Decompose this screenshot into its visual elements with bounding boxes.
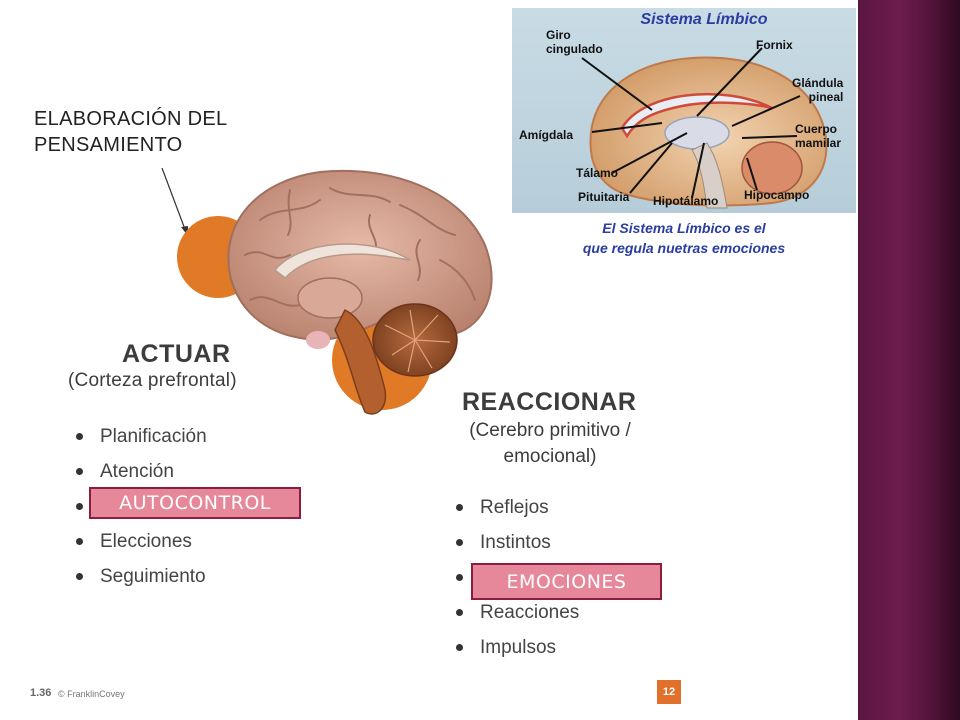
- limbic-title: Sistema Límbico: [640, 11, 768, 28]
- right-decorative-band: [858, 0, 960, 720]
- label-fornix: Fornix: [756, 38, 793, 52]
- bullet-dot-icon: [76, 573, 83, 580]
- label-pointer-lines: [581, 47, 801, 199]
- reaccionar-subtitle-line-2: emocional): [503, 446, 597, 467]
- thalamus-shape: [664, 116, 730, 150]
- list-item: Elecciones: [70, 524, 207, 559]
- reaccionar-title: REACCIONAR: [462, 388, 637, 416]
- cerebrum: [227, 169, 493, 341]
- pensamiento-label-line-2: PENSAMIENTO: [34, 134, 183, 156]
- list-item: Atención: [70, 454, 207, 489]
- actuar-list: Planificación Atención Elecciones Seguim…: [70, 419, 207, 594]
- reaccionar-list: Reflejos Instintos Reacciones Impulsos: [450, 490, 579, 665]
- list-item: Seguimiento: [70, 559, 207, 594]
- list-item: [70, 489, 207, 524]
- corpus-callosum: [273, 243, 411, 280]
- bullet-dot-icon: [456, 644, 463, 651]
- pensamiento-label: ELABORACIÓN DEL PENSAMIENTO: [34, 106, 294, 158]
- reaccionar-subtitle-line-1: (Cerebro primitivo /: [469, 420, 631, 441]
- label-pituitaria: Pituitaria: [578, 190, 630, 204]
- bullet-dot-icon: [76, 538, 83, 545]
- slide-code: 1.36: [30, 687, 52, 699]
- bullet-dot-icon: [76, 503, 83, 510]
- list-item: Instintos: [450, 525, 579, 560]
- pointer-arrow-line: [161, 167, 187, 233]
- thalamus: [297, 277, 363, 319]
- bullet-dot-icon: [456, 504, 463, 511]
- bullet-dot-icon: [456, 539, 463, 546]
- limbic-system-inset: Sistema Límbico Giro cingulado Fornix Gl…: [512, 8, 856, 264]
- gyri-folds: [244, 187, 476, 307]
- label-talamo: Tálamo: [576, 166, 619, 180]
- right-band-shadow: [930, 0, 960, 720]
- label-glandula-pineal: Glándula pineal: [792, 76, 844, 104]
- limbic-caption: El Sistema Límbico es el que regula nuet…: [582, 220, 786, 256]
- autocontrol-highlight: AUTOCONTROL: [89, 487, 301, 519]
- label-giro-cingulado: Giro cingulado: [546, 28, 603, 56]
- limbic-illustration: [581, 47, 828, 209]
- limbic-image: Sistema Límbico Giro cingulado Fornix Gl…: [512, 8, 856, 213]
- pensamiento-label-line-1: ELABORACIÓN DEL: [34, 108, 228, 130]
- bullet-dot-icon: [76, 433, 83, 440]
- cerebellum-folds: [384, 309, 451, 373]
- list-item: Reacciones: [450, 595, 579, 630]
- copyright: © FranklinCovey: [58, 689, 125, 699]
- list-item: Impulsos: [450, 630, 579, 665]
- brainstem: [334, 308, 387, 415]
- list-item: Reflejos: [450, 490, 579, 525]
- bullet-dot-icon: [76, 468, 83, 475]
- list-item: [450, 560, 579, 595]
- actuar-title: ACTUAR: [122, 340, 231, 368]
- bullet-dot-icon: [456, 574, 463, 581]
- actuar-subtitle: (Corteza prefrontal): [68, 370, 237, 391]
- label-hipotalamo: Hipotálamo: [653, 194, 719, 208]
- hippocampus-cerebellum-shape: [741, 141, 803, 195]
- bullet-dot-icon: [456, 609, 463, 616]
- cingulate-gyrus-shape: [620, 92, 773, 139]
- label-amigdala: Amígdala: [519, 128, 574, 142]
- label-cuerpo-mamilar: Cuerpo mamilar: [795, 122, 842, 150]
- page-number-badge: 12: [657, 680, 681, 704]
- brain-illustration: [177, 169, 493, 415]
- emociones-highlight: EMOCIONES: [471, 563, 662, 600]
- list-item: Planificación: [70, 419, 207, 454]
- pituitary-blob: [306, 331, 330, 349]
- label-hipocampo: Hipocampo: [744, 188, 810, 202]
- reaccionar-subtitle: (Cerebro primitivo / emocional): [440, 418, 660, 470]
